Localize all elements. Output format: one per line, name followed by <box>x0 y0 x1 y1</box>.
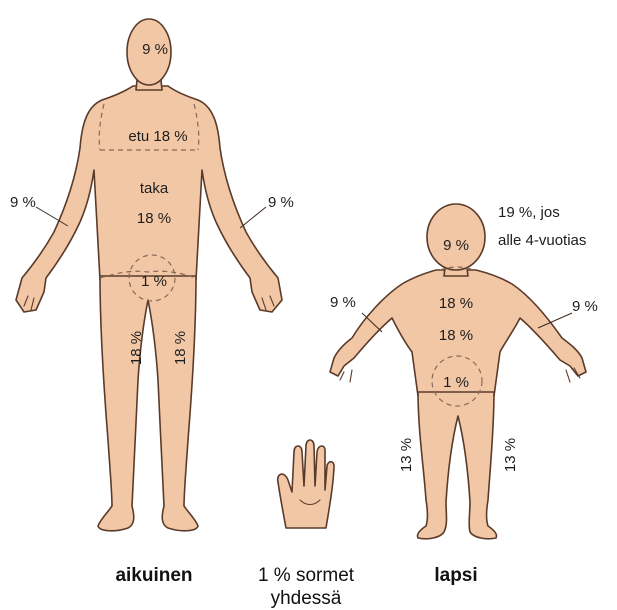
adult-back-label: taka <box>140 180 169 197</box>
child-back-percent: 18 % <box>439 327 473 344</box>
child-head-note-line2: alle 4-vuotias <box>498 232 586 249</box>
adult-chest-percent: etu 18 % <box>128 128 187 145</box>
adult-caption: aikuinen <box>115 565 192 586</box>
adult-figure: 9 % etu 18 % taka 18 % 1 % 9 % 9 % 18 % … <box>10 19 294 531</box>
palm-hand <box>278 440 334 528</box>
hand-caption-line1: 1 % sormet <box>258 565 355 586</box>
child-right-leg-percent: 13 % <box>502 438 519 472</box>
child-head-percent: 9 % <box>443 237 469 254</box>
child-head-note-line1: 19 %, jos <box>498 204 560 221</box>
child-figure: 9 % 19 %, jos alle 4-vuotias 18 % 18 % 1… <box>330 204 598 539</box>
child-legs <box>417 392 496 539</box>
adult-left-arm-percent: 9 % <box>10 194 36 211</box>
child-groin-percent: 1 % <box>443 374 469 391</box>
child-front-percent: 18 % <box>439 295 473 312</box>
child-right-arm-percent: 9 % <box>572 298 598 315</box>
adult-right-leg-percent: 18 % <box>172 331 189 365</box>
hand-caption-line2: yhdessä <box>271 588 342 609</box>
child-left-leg-percent: 13 % <box>398 438 415 472</box>
child-left-arm-percent: 9 % <box>330 294 356 311</box>
child-caption: lapsi <box>434 565 477 586</box>
adult-back-percent: 18 % <box>137 210 171 227</box>
adult-legs <box>98 276 198 531</box>
hand-shape <box>278 440 334 528</box>
adult-left-leg-percent: 18 % <box>128 331 145 365</box>
adult-groin-percent: 1 % <box>141 273 167 290</box>
adult-head-percent: 9 % <box>142 41 168 58</box>
adult-right-arm-percent: 9 % <box>268 194 294 211</box>
